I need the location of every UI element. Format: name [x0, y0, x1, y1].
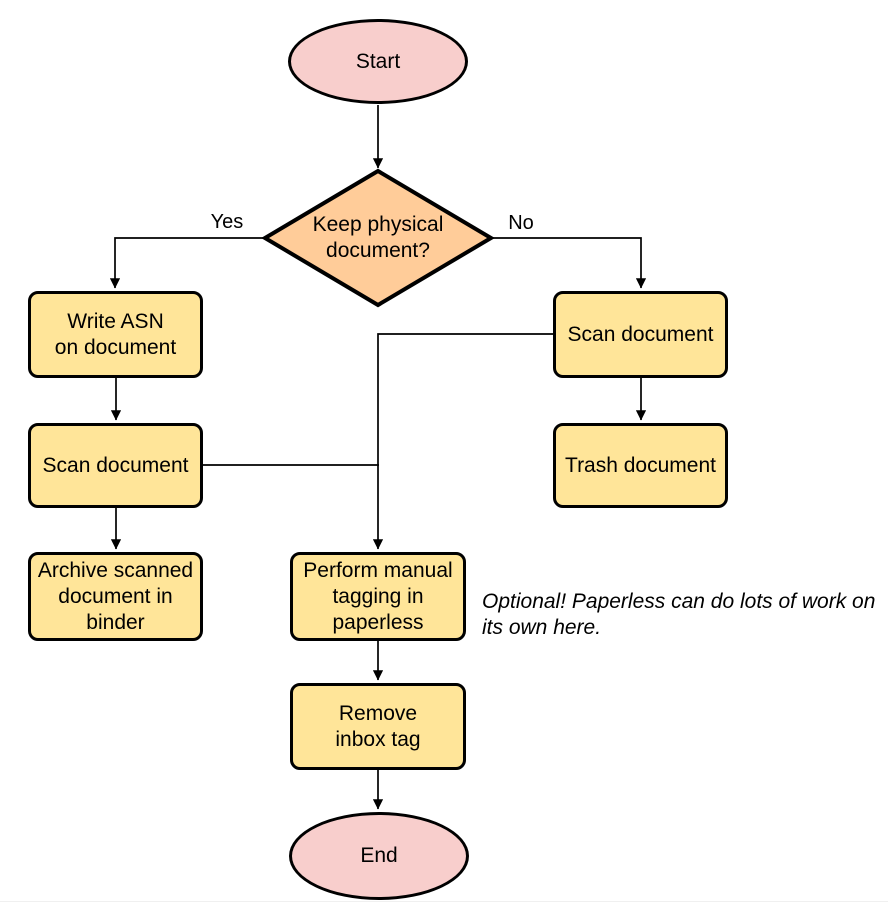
node-start: Start [288, 19, 468, 104]
node-perform-tagging-label-line1: Perform manual [303, 558, 453, 582]
node-scan-document-right: Scan document [553, 291, 728, 378]
node-perform-tagging: Perform manual tagging in paperless [290, 552, 466, 641]
node-archive-label-line3: binder [86, 610, 145, 634]
node-write-asn-label-line2: on document [54, 335, 177, 359]
node-remove-inbox-tag-label-line2: inbox tag [335, 727, 421, 751]
edge-decision-yes-to-write-asn [109, 237, 265, 289]
node-trash-document-label: Trash document [565, 453, 716, 477]
node-scan-document-right-label: Scan document [567, 322, 714, 346]
page-bottom-divider [0, 901, 888, 902]
node-start-label: Start [355, 49, 401, 73]
node-scan-document-left-label: Scan document [42, 453, 189, 477]
decision-diamond-shape [261, 168, 495, 308]
node-perform-tagging-label-line3: paperless [332, 610, 424, 634]
edge-label-yes: Yes [210, 211, 244, 233]
edge-decision-no-to-scan-right [491, 237, 647, 289]
optional-note-line1: Optional! Paperless can do lots of work … [482, 590, 876, 613]
node-scan-document-left: Scan document [28, 423, 203, 508]
node-archive-label-line1: Archive scanned [37, 558, 194, 582]
node-perform-tagging-label-line2: tagging in [332, 584, 424, 608]
node-trash-document: Trash document [553, 423, 728, 508]
edge-label-no: No [508, 212, 534, 234]
node-decision-label-line2: document? [326, 239, 430, 262]
node-remove-inbox-tag-label-line1: Remove [338, 701, 418, 725]
optional-note: Optional! Paperless can do lots of work … [482, 589, 888, 641]
node-decision-label-line1: Keep physical [312, 213, 444, 236]
node-archive-label-line2: document in [58, 584, 173, 608]
node-write-asn: Write ASN on document [28, 291, 203, 378]
edge-scan-right-to-perform [372, 333, 553, 550]
node-archive-binder: Archive scanned document in binder [28, 552, 203, 641]
node-end: End [289, 812, 469, 900]
node-decision: Keep physical document? [265, 171, 491, 305]
node-end-label: End [360, 844, 398, 867]
node-write-asn-label-line1: Write ASN [67, 309, 164, 333]
optional-note-line2: its own here. [482, 616, 602, 639]
node-remove-inbox-tag: Remove inbox tag [290, 683, 466, 770]
